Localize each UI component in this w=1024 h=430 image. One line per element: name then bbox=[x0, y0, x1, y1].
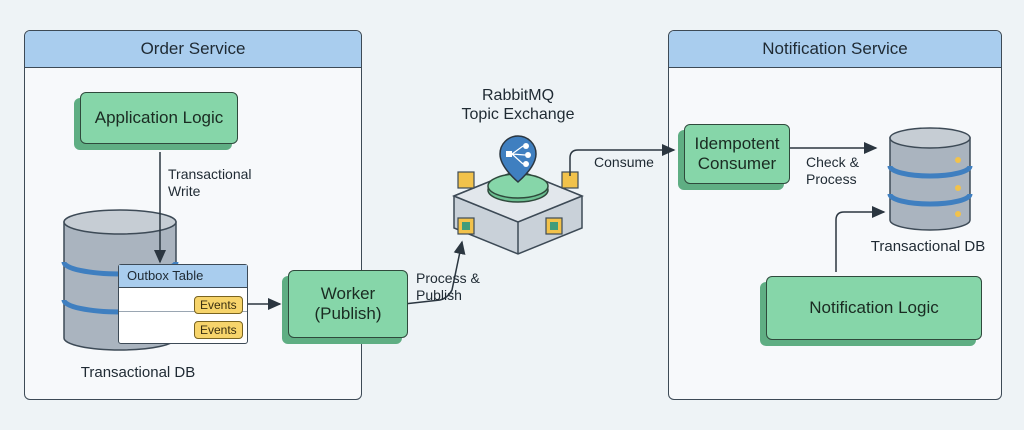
transactional-write-label: Transactional Write bbox=[168, 166, 252, 199]
rabbitmq-title-line1: RabbitMQ bbox=[481, 87, 555, 104]
rabbitmq-exchange-icon bbox=[452, 135, 584, 255]
process-publish-label: Process & Publish bbox=[416, 270, 480, 303]
order-db-label: Transactional DB bbox=[80, 364, 196, 381]
outbox-row-lines bbox=[119, 311, 247, 312]
application-logic-label: Application Logic bbox=[94, 107, 224, 127]
notification-db-icon bbox=[887, 127, 973, 231]
worker-node: Worker (Publish) bbox=[288, 270, 408, 338]
idempotent-consumer-label: Idempotent bbox=[694, 133, 780, 153]
event-badge: Events bbox=[194, 296, 243, 314]
worker-sublabel: (Publish) bbox=[314, 304, 382, 323]
check-process-label: Check & Process bbox=[806, 154, 859, 187]
order-service-title: Order Service bbox=[25, 31, 361, 68]
application-logic-node: Application Logic bbox=[80, 92, 238, 144]
notification-logic-label: Notification Logic bbox=[809, 297, 939, 317]
idempotent-consumer-node: Idempotent Consumer bbox=[684, 124, 790, 184]
consume-label: Consume bbox=[594, 154, 654, 170]
notification-logic-node: Notification Logic bbox=[766, 276, 982, 340]
notification-db-label: Transactional DB bbox=[870, 238, 986, 255]
notification-service-title: Notification Service bbox=[669, 31, 1001, 68]
idempotent-consumer-sublabel: Consumer bbox=[697, 154, 777, 173]
worker-label: Worker bbox=[320, 283, 376, 303]
outbox-table-title: Outbox Table bbox=[119, 265, 247, 288]
rabbitmq-title-line2: Topic Exchange bbox=[461, 106, 575, 124]
event-badge: Events bbox=[194, 321, 243, 339]
rabbitmq-title: RabbitMQ Topic Exchange bbox=[444, 86, 592, 124]
